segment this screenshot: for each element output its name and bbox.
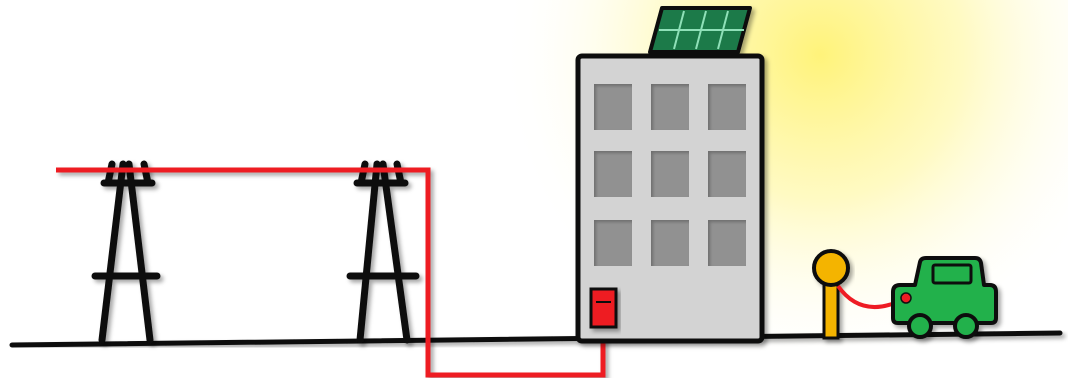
electric-meter	[589, 287, 618, 329]
transmission-tower-left	[91, 160, 161, 344]
electric-car	[891, 256, 998, 339]
car-wheel-rear	[953, 313, 979, 339]
car-wheel-front	[907, 313, 933, 339]
charging-station	[812, 249, 850, 340]
power-grid-line	[56, 167, 606, 378]
car-window	[931, 263, 973, 285]
ground-line	[9, 330, 1063, 348]
building-windows	[594, 84, 746, 266]
transmission-tower-right	[346, 160, 420, 344]
office-building	[575, 53, 765, 344]
charging-port	[900, 292, 912, 304]
rooftop-solar-panel	[648, 6, 752, 54]
